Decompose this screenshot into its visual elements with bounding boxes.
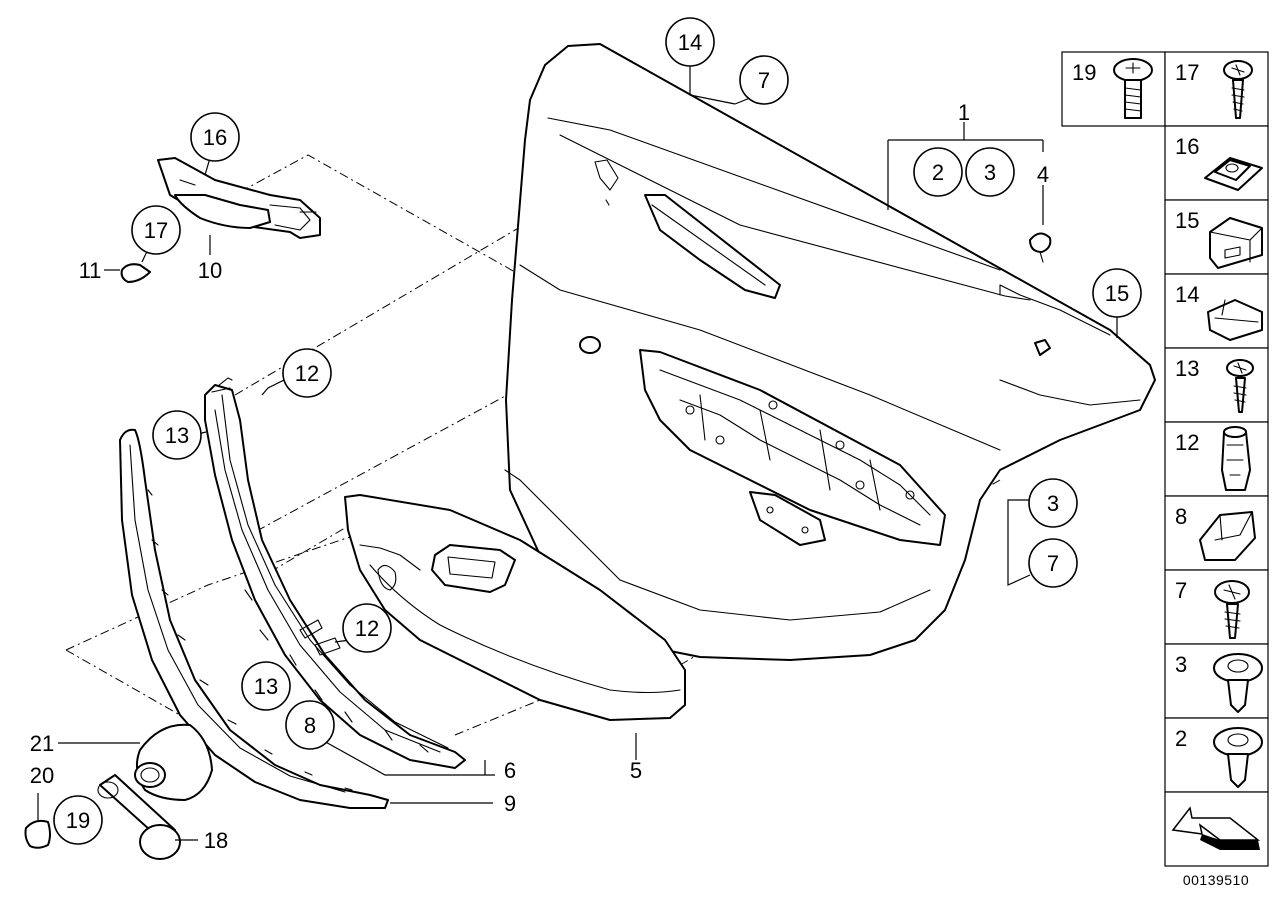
trim-strip-6: [204, 377, 466, 769]
callout-17: 17: [131, 205, 181, 255]
callout-19-label: 19: [66, 808, 90, 833]
screw-13-icon: [1226, 359, 1254, 413]
callout-8: 8: [285, 700, 335, 750]
clip-14-icon: [1207, 299, 1263, 341]
callout-2: 2: [913, 147, 963, 197]
callout-12-top: 12: [282, 348, 332, 398]
callout-14-label: 14: [678, 30, 702, 55]
callout-15-label: 15: [1105, 281, 1129, 306]
callout-13-top: 13: [152, 410, 202, 460]
armrest-panel: [344, 494, 686, 721]
cap-20: [24, 819, 51, 849]
legend-8-label: 8: [1175, 504, 1187, 529]
callout-7-top: 7: [739, 55, 789, 105]
push-rivet-2-icon: [1213, 727, 1263, 788]
callout-6-label: 6: [504, 758, 516, 783]
callout-11-label: 11: [79, 258, 102, 283]
callout-12-lower: 12: [342, 603, 392, 653]
arrow-icon: [1171, 806, 1261, 850]
callout-16: 16: [190, 112, 240, 162]
leader-lines: [37, 66, 1118, 841]
callout-3-right: 3: [1028, 478, 1078, 528]
callout-3-top-label: 3: [984, 160, 996, 185]
callout-3-top: 3: [965, 147, 1015, 197]
clip-8-icon: [1199, 511, 1256, 561]
legend-15-label: 15: [1175, 208, 1199, 233]
callout-3-right-label: 3: [1047, 491, 1059, 516]
callout-5-label: 5: [630, 758, 642, 783]
screw-17-icon: [1223, 60, 1253, 119]
callout-19: 19: [53, 795, 103, 845]
callout-13-top-label: 13: [165, 423, 189, 448]
clip-15-icon: [1209, 217, 1263, 269]
diagram-reference-number: 00139510: [1183, 872, 1249, 888]
clip-12-icon: [1221, 426, 1251, 491]
legend-3-label: 3: [1175, 652, 1187, 677]
legend-12-label: 12: [1175, 430, 1199, 455]
callout-4-label: 4: [1037, 162, 1049, 187]
callout-21-label: 21: [30, 731, 54, 756]
callout-9-label: 9: [504, 791, 516, 816]
callout-13-lower: 13: [241, 661, 291, 711]
clip-16-icon: [1204, 157, 1263, 191]
legend-19-label: 19: [1072, 60, 1096, 85]
callout-14: 14: [665, 17, 715, 67]
parts-legend: 19 17 16 15 1: [1061, 51, 1269, 867]
legend-7-label: 7: [1175, 578, 1187, 603]
callout-15: 15: [1092, 268, 1142, 318]
legend-16-label: 16: [1175, 134, 1199, 159]
retainer-18: [97, 774, 181, 860]
screw-7-icon: [1214, 580, 1250, 639]
bumper-21: [134, 723, 213, 801]
trim-strip-9: [119, 428, 389, 809]
door-handle-assembly: [120, 157, 321, 283]
callout-1-label: 1: [958, 100, 970, 125]
callout-20-label: 20: [30, 763, 54, 788]
legend-13-label: 13: [1175, 356, 1199, 381]
bolt-19-icon: [1113, 58, 1153, 119]
callout-13-lower-label: 13: [254, 674, 278, 699]
push-rivet-3-icon: [1213, 653, 1263, 713]
legend-17-label: 17: [1175, 60, 1199, 85]
callout-16-label: 16: [203, 125, 227, 150]
callout-7-right: 7: [1028, 538, 1078, 588]
legend-2-label: 2: [1175, 726, 1187, 751]
legend-14-label: 14: [1175, 282, 1199, 307]
callout-2-label: 2: [932, 160, 944, 185]
callout-7-top-label: 7: [758, 68, 770, 93]
callout-12-top-label: 12: [295, 361, 319, 386]
callout-12-lower-label: 12: [355, 616, 379, 641]
callout-10-label: 10: [198, 258, 222, 283]
callout-8-label: 8: [304, 713, 316, 738]
callout-17-label: 17: [144, 218, 168, 243]
callout-7-right-label: 7: [1047, 551, 1059, 576]
callout-18-label: 18: [204, 828, 228, 853]
door-trim-panel: [504, 43, 1156, 661]
